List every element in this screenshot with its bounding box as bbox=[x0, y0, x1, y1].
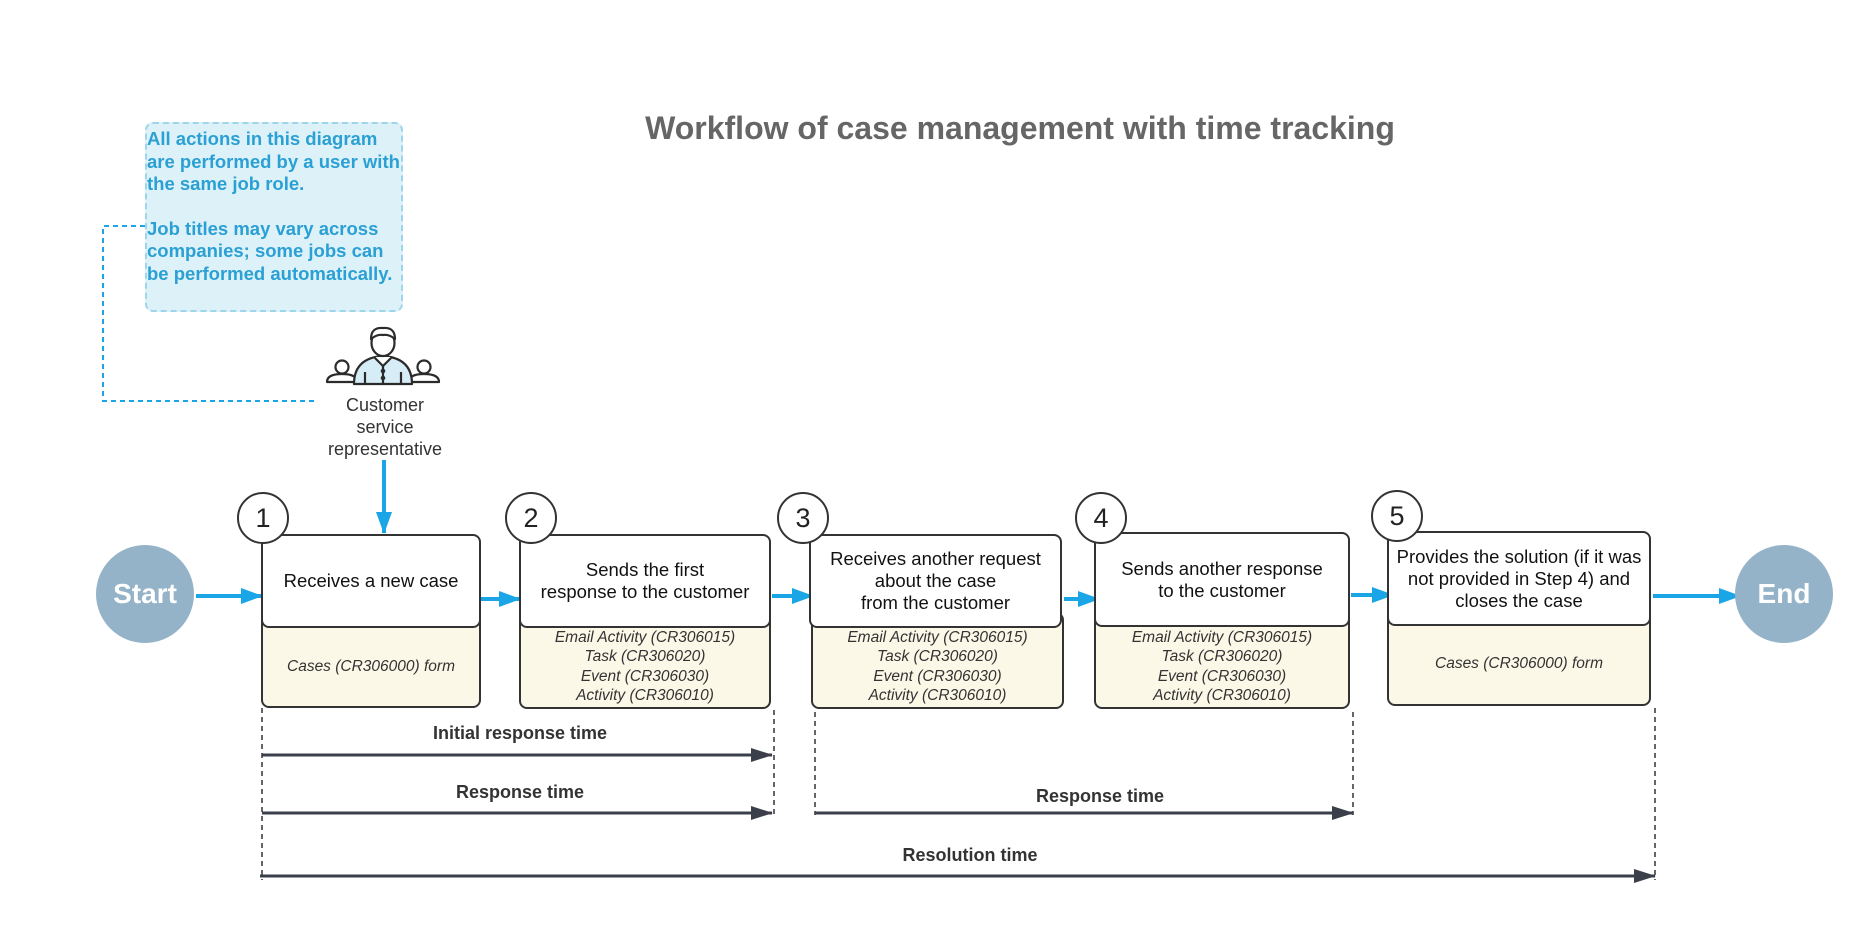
step-text-line: closes the case bbox=[1455, 589, 1583, 611]
role-note-text-2: Job titles may vary across companies; so… bbox=[147, 217, 393, 284]
step-text-line: Receives another request bbox=[830, 548, 1041, 569]
step-text-line: Receives a new case bbox=[283, 570, 459, 591]
step-4-box: Sends another response to the customer bbox=[1094, 532, 1350, 627]
step-text-line: from the customer bbox=[860, 592, 1011, 613]
response-time-label-1: Response time bbox=[455, 782, 585, 802]
form-name: Activity (CR306010) bbox=[868, 687, 1007, 704]
step-number-2: 2 bbox=[505, 492, 557, 544]
role-label-line: Customer bbox=[345, 395, 425, 415]
role-label-line: service bbox=[356, 417, 414, 437]
step-text-line: to the customer bbox=[1158, 579, 1286, 601]
initial-response-time-label: Initial response time bbox=[432, 723, 608, 743]
role-note: All actions in this diagram are performe… bbox=[145, 122, 403, 312]
step-2-box: Sends the first response to the customer bbox=[519, 534, 771, 628]
form-name: Task (CR306020) bbox=[584, 648, 706, 665]
step-text-line: Provides the solution (if it was bbox=[1396, 545, 1642, 567]
form-name: Event (CR306030) bbox=[580, 667, 710, 685]
step-2-forms: Email Activity (CR306015) Task (CR306020… bbox=[519, 612, 771, 709]
role-note-text-1: All actions in this diagram are performe… bbox=[147, 128, 400, 194]
end-node: End bbox=[1735, 545, 1833, 643]
form-name: Activity (CR306010) bbox=[1153, 687, 1291, 704]
step-1-box: Receives a new case bbox=[261, 534, 481, 628]
form-name: Event (CR306030) bbox=[1157, 667, 1287, 685]
form-name: Task (CR306020) bbox=[877, 648, 998, 665]
diagram-title: Workflow of case management with time tr… bbox=[645, 110, 1395, 146]
form-name: Email Activity (CR306015) bbox=[847, 628, 1028, 646]
role-label: Customer service representative bbox=[300, 394, 470, 460]
step-number-1: 1 bbox=[237, 492, 289, 544]
step-1-forms: Cases (CR306000) form bbox=[261, 612, 481, 708]
step-5-text: Provides the solution (if it was not pro… bbox=[1397, 546, 1642, 612]
step-5-box: Provides the solution (if it was not pro… bbox=[1387, 531, 1651, 626]
step-3-box: Receives another request about the case … bbox=[809, 534, 1062, 628]
step-text-line: not provided in Step 4) and bbox=[1407, 567, 1631, 589]
step-1-text: Receives a new case bbox=[284, 570, 459, 592]
step-4-forms: Email Activity (CR306015) Task (CR306020… bbox=[1094, 612, 1350, 709]
customer-service-representative-icon bbox=[325, 326, 441, 386]
form-name: Activity (CR306010) bbox=[576, 687, 714, 704]
resolution-time-label: Resolution time bbox=[902, 845, 1038, 865]
step-text-line: Sends the first bbox=[585, 559, 705, 580]
response-time-label-2: Response time bbox=[1035, 786, 1165, 806]
step-number-5: 5 bbox=[1371, 490, 1423, 542]
step-text-line: Sends another response bbox=[1121, 557, 1323, 579]
start-node: Start bbox=[96, 545, 194, 643]
form-name: Cases (CR306000) form bbox=[1435, 655, 1603, 673]
step-number-4: 4 bbox=[1075, 492, 1127, 544]
step-5-forms: Cases (CR306000) form bbox=[1387, 612, 1651, 706]
role-label-line: representative bbox=[327, 439, 443, 459]
form-name: Email Activity (CR306015) bbox=[554, 628, 736, 646]
step-4-text: Sends another response to the customer bbox=[1121, 558, 1323, 602]
note-callout-line bbox=[102, 225, 318, 402]
step-2-text: Sends the first response to the customer bbox=[541, 559, 750, 603]
step-text-line: response to the customer bbox=[540, 581, 750, 602]
step-number-3: 3 bbox=[777, 492, 829, 544]
form-name: Event (CR306030) bbox=[873, 667, 1002, 685]
form-name: Email Activity (CR306015) bbox=[1131, 628, 1313, 646]
form-name: Task (CR306020) bbox=[1161, 648, 1283, 665]
step-text-line: about the case bbox=[874, 570, 997, 591]
step-3-text: Receives another request about the case … bbox=[830, 548, 1041, 614]
form-name: Cases (CR306000) form bbox=[287, 658, 455, 676]
timing-guides bbox=[261, 708, 1656, 880]
